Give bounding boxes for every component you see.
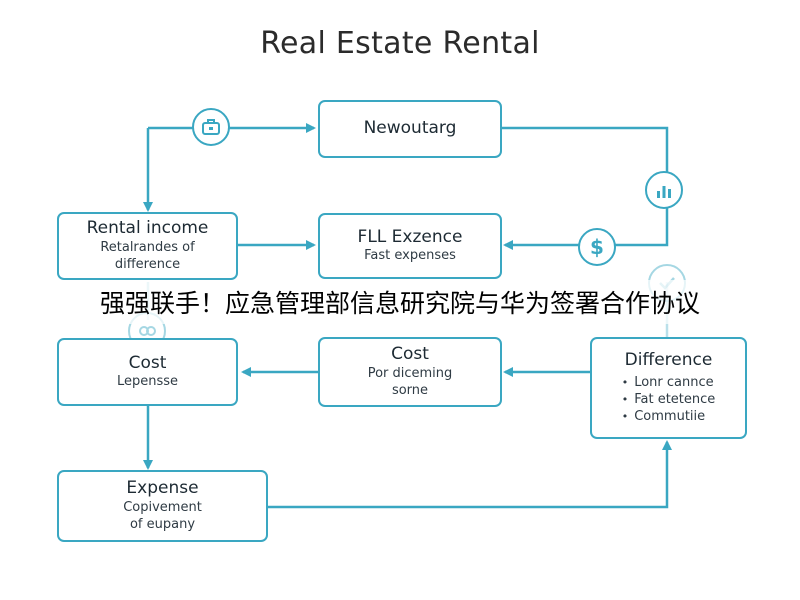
box-fll-exzence-title: FLL Exzence (357, 226, 463, 247)
box-expense-line1: Copivement (123, 499, 202, 515)
box-fll-exzence: FLL Exzence Fast expenses (318, 213, 502, 279)
bar-chart-icon (645, 171, 683, 209)
difference-item: Lonr cannce (622, 375, 716, 392)
box-fll-exzence-line1: Fast expenses (364, 248, 456, 264)
arrow-newoutarg-to-fll (502, 126, 669, 250)
overlay-caption: 强强联手！应急管理部信息研究院与华为签署合作协议 (0, 280, 800, 324)
box-rental-income: Rental income Retalrandes of difference (57, 212, 238, 280)
box-rental-income-title: Rental income (86, 218, 209, 239)
box-cost-mid-line1: Por diceming (367, 365, 453, 381)
box-expense: Expense Copivement of eupany (57, 470, 268, 542)
box-cost-left: Cost Lepensse (57, 338, 238, 406)
diagram-title: Real Estate Rental (260, 26, 540, 61)
box-cost-mid-title: Cost (391, 344, 429, 365)
difference-item: Fat etetence (622, 392, 715, 409)
box-cost-left-title: Cost (128, 352, 167, 373)
difference-item: Commutiie (622, 409, 716, 426)
arrow-expense-to-difference (268, 440, 672, 509)
box-cost-left-line1: Lepensse (116, 374, 179, 390)
box-cost-mid-line2: sorne (391, 382, 429, 398)
box-difference-title: Difference (624, 350, 713, 371)
box-newoutarg-title: Newoutarg (363, 118, 457, 139)
box-rental-income-line1: Retalrandes of (100, 239, 195, 255)
difference-list: Lonr cannce Fat etetence Commutiie (622, 375, 716, 426)
box-expense-line2: of eupany (129, 516, 196, 532)
box-cost-mid: Cost Por diceming sorne (318, 337, 502, 407)
box-newoutarg: Newoutarg (318, 100, 502, 158)
dollar-icon: $ (578, 228, 616, 266)
box-rental-income-line2: difference (114, 256, 181, 272)
briefcase-icon (192, 108, 230, 146)
box-expense-title: Expense (126, 478, 199, 499)
box-difference: Difference Lonr cannce Fat etetence Comm… (590, 337, 747, 439)
